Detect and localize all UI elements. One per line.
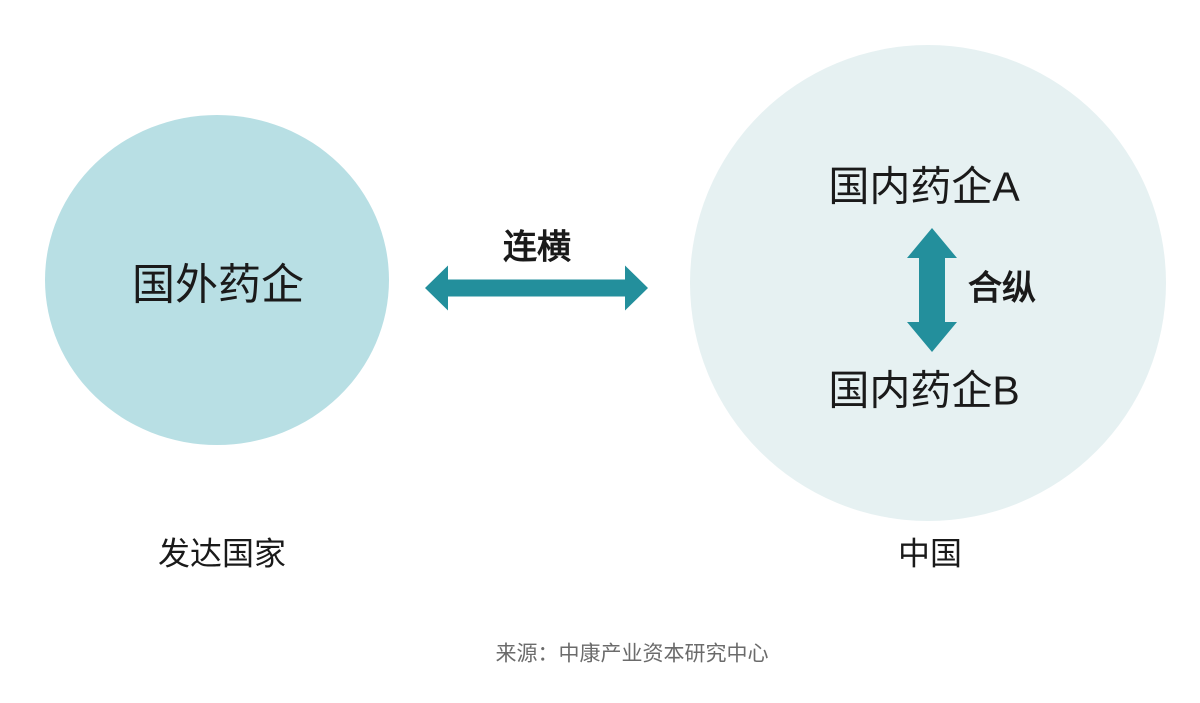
horizontal-double-arrow-icon	[425, 265, 648, 311]
developed-countries-label: 发达国家	[157, 535, 287, 572]
domestic-pharma-b-label: 国内药企B	[828, 367, 1020, 414]
vertical-alliance-label: 合纵	[968, 269, 1036, 308]
china-label: 中国	[897, 535, 963, 572]
domestic-pharma-a-label: 国内药企A	[828, 163, 1020, 210]
foreign-pharma-circle	[45, 115, 389, 445]
foreign-pharma-label: 国外药企	[132, 261, 304, 310]
horizontal-alliance-label: 连横	[503, 228, 571, 267]
source-citation: 来源：中康产业资本研究中心	[495, 642, 769, 666]
vertical-double-arrow-icon	[907, 228, 957, 352]
